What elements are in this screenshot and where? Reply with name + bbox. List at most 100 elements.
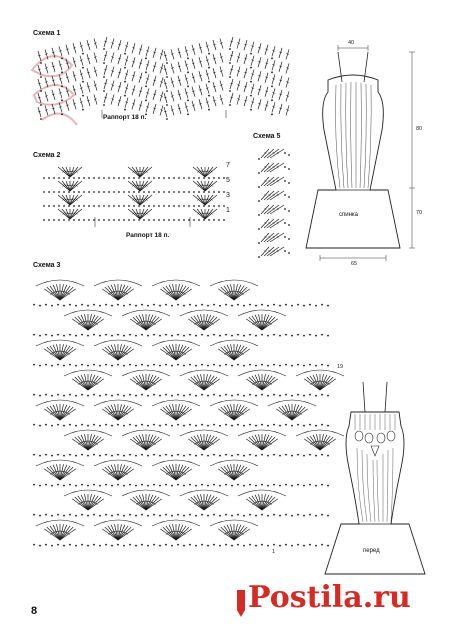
stitch-stroke xyxy=(77,315,89,331)
chain-dot xyxy=(288,224,290,226)
chain-dot xyxy=(201,303,203,306)
stitch-bar xyxy=(153,322,156,326)
chain-dot xyxy=(87,334,89,337)
stitch-bar xyxy=(64,411,67,414)
stitch-bar xyxy=(206,440,210,443)
stitch-bar xyxy=(230,40,234,43)
stitch-stroke xyxy=(117,466,132,481)
scheme-2-repeat: Раппорт 18 п. xyxy=(126,232,170,239)
stitch-bar xyxy=(64,198,67,201)
stitch-stroke xyxy=(117,524,126,541)
stitch-bar xyxy=(204,320,208,322)
chain-dot xyxy=(201,513,203,516)
back-view-caption: спинка xyxy=(339,212,359,218)
chain-dot xyxy=(165,453,167,456)
chain-dot xyxy=(123,177,125,179)
chain-dot xyxy=(315,454,317,457)
chain-dot xyxy=(61,71,63,74)
chain-dot xyxy=(309,303,311,306)
chain-dot xyxy=(128,205,130,207)
stitch-stroke xyxy=(184,102,189,113)
stitch-bar xyxy=(238,351,241,354)
stitch-bar xyxy=(272,64,276,66)
stitch-bar xyxy=(282,412,285,416)
stitch-bar xyxy=(112,350,116,353)
chain-dot xyxy=(225,423,227,426)
stitch-stroke xyxy=(59,524,68,541)
chain-dot xyxy=(309,423,311,426)
chain-dot xyxy=(45,423,47,426)
chain-dot xyxy=(153,423,155,426)
stitch-stroke xyxy=(165,285,177,301)
chain-dot xyxy=(279,484,281,487)
chain-dot xyxy=(321,303,323,306)
stitch-bar xyxy=(94,321,97,325)
chain-dot xyxy=(189,393,191,396)
stitch-bar xyxy=(230,82,234,85)
stitch-stroke xyxy=(312,374,321,391)
chain-dot xyxy=(61,85,63,88)
stitch-bar xyxy=(225,471,228,475)
chain-dot xyxy=(285,363,287,366)
stitch-bar xyxy=(244,43,248,46)
stitch-bar xyxy=(286,53,290,55)
chain-dot xyxy=(43,205,45,207)
chain-dot xyxy=(135,394,137,397)
chain-dot xyxy=(213,393,215,396)
stitch-stroke xyxy=(251,495,263,511)
chain-dot xyxy=(249,453,251,456)
stitch-stroke xyxy=(319,376,334,391)
stitch-bar xyxy=(140,440,144,443)
stitch-stroke xyxy=(87,494,92,511)
stitch-stroke xyxy=(233,526,248,541)
stitch-stroke xyxy=(93,38,98,49)
stitch-stroke xyxy=(159,63,164,74)
shell-arc xyxy=(35,399,85,407)
chain-dot xyxy=(261,453,263,456)
stitch-bar xyxy=(134,170,137,173)
chain-dot xyxy=(166,76,168,78)
chain-dot xyxy=(87,304,89,307)
stitch-stroke xyxy=(72,43,77,54)
stitch-stroke xyxy=(117,54,122,65)
stitch-bar xyxy=(79,441,82,445)
stitch-bar xyxy=(51,79,55,82)
chain-dot xyxy=(117,423,119,426)
chain-dot xyxy=(147,304,149,307)
stitch-bar xyxy=(199,198,202,201)
stitch-stroke xyxy=(264,44,269,55)
chain-dot xyxy=(279,424,281,427)
chain-dot xyxy=(250,108,252,111)
stitch-stroke xyxy=(37,50,42,62)
stitch-bar xyxy=(79,101,83,103)
stitch-bar xyxy=(326,441,329,445)
stitch-bar xyxy=(225,531,228,535)
chain-dot xyxy=(207,364,209,367)
chain-dot xyxy=(255,364,257,367)
stitch-stroke xyxy=(193,435,205,451)
stitch-stroke xyxy=(198,43,203,54)
stitch-bar xyxy=(66,531,69,535)
stitch-stroke xyxy=(65,208,71,220)
stitch-bar xyxy=(54,410,58,413)
stitch-bar xyxy=(90,440,94,443)
stitch-stroke xyxy=(49,465,61,481)
stitch-stroke xyxy=(233,466,248,481)
stitch-bar xyxy=(265,62,269,64)
stitch-stroke xyxy=(266,218,280,229)
chain-dot xyxy=(261,423,263,426)
stitch-stroke xyxy=(205,55,210,66)
stitch-stroke xyxy=(220,466,235,481)
stitch-stroke xyxy=(319,375,331,391)
chain-dot xyxy=(117,363,119,366)
chain-dot xyxy=(273,393,275,396)
chain-dot xyxy=(61,113,63,116)
chain-dot xyxy=(103,205,105,207)
stitch-stroke xyxy=(250,83,255,94)
stitch-bar xyxy=(199,170,202,173)
chain-dot xyxy=(183,205,185,207)
stitch-stroke xyxy=(51,103,56,114)
chain-dot xyxy=(178,219,180,221)
stitch-stroke xyxy=(168,344,177,361)
chain-dot xyxy=(39,394,41,397)
